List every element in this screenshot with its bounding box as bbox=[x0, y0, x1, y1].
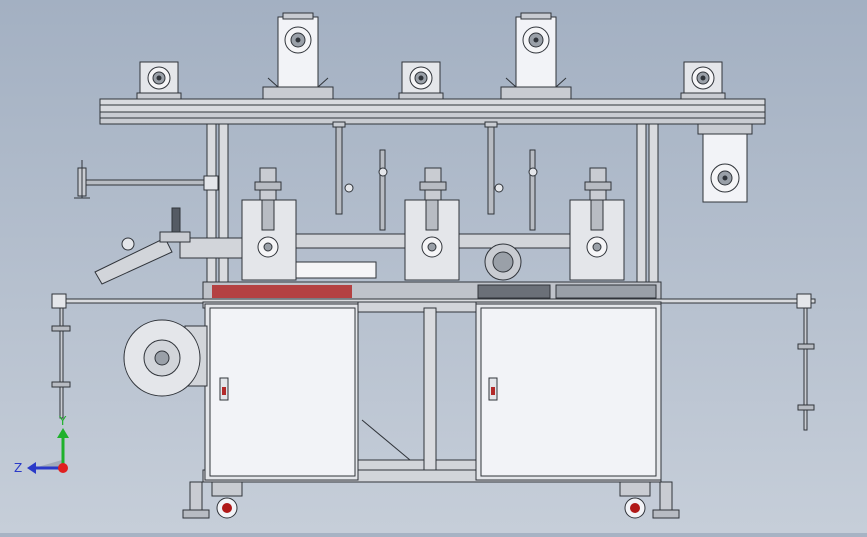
top-beam bbox=[99, 98, 766, 125]
motor-icon bbox=[262, 12, 334, 100]
motor-icon bbox=[500, 12, 572, 100]
motor-icon bbox=[136, 61, 182, 100]
axis-triad-icon: Y Z bbox=[14, 414, 69, 475]
z-axis-label: Z bbox=[14, 461, 22, 475]
motor-icon bbox=[398, 61, 444, 100]
left-screw-arm bbox=[74, 160, 219, 199]
material-roll bbox=[123, 319, 208, 397]
unwind-arm bbox=[94, 207, 191, 285]
left-cabinet bbox=[204, 303, 359, 481]
roller-station-2 bbox=[404, 167, 460, 281]
motor-icon bbox=[697, 123, 753, 203]
caster-wheel-icon bbox=[211, 481, 243, 519]
caster-wheel-icon bbox=[619, 481, 651, 519]
conveyor-bed bbox=[179, 233, 571, 281]
right-cabinet bbox=[475, 303, 662, 481]
leveling-feet bbox=[182, 481, 680, 519]
control-panel-strip bbox=[202, 281, 662, 303]
roller-station-3 bbox=[569, 167, 625, 281]
motor-icon bbox=[680, 61, 726, 100]
y-axis-label: Y bbox=[58, 414, 67, 428]
adjust-rods bbox=[332, 121, 538, 231]
